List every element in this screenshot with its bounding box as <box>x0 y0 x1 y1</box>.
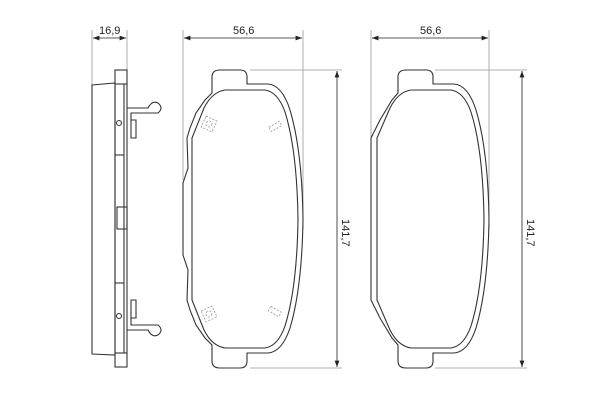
pad-front-view-2: 56,6 141,7 <box>370 25 536 369</box>
thickness-label: 16,9 <box>99 25 120 37</box>
pad2-height-label: 141,7 <box>524 219 536 247</box>
pad-front-view-1: 56,6 141,7 <box>182 25 351 369</box>
side-view: 16,9 <box>91 25 162 368</box>
pad1-width-label: 56,6 <box>233 25 254 37</box>
pad2-width-label: 56,6 <box>420 25 441 37</box>
pad1-height-label: 141,7 <box>339 219 351 247</box>
